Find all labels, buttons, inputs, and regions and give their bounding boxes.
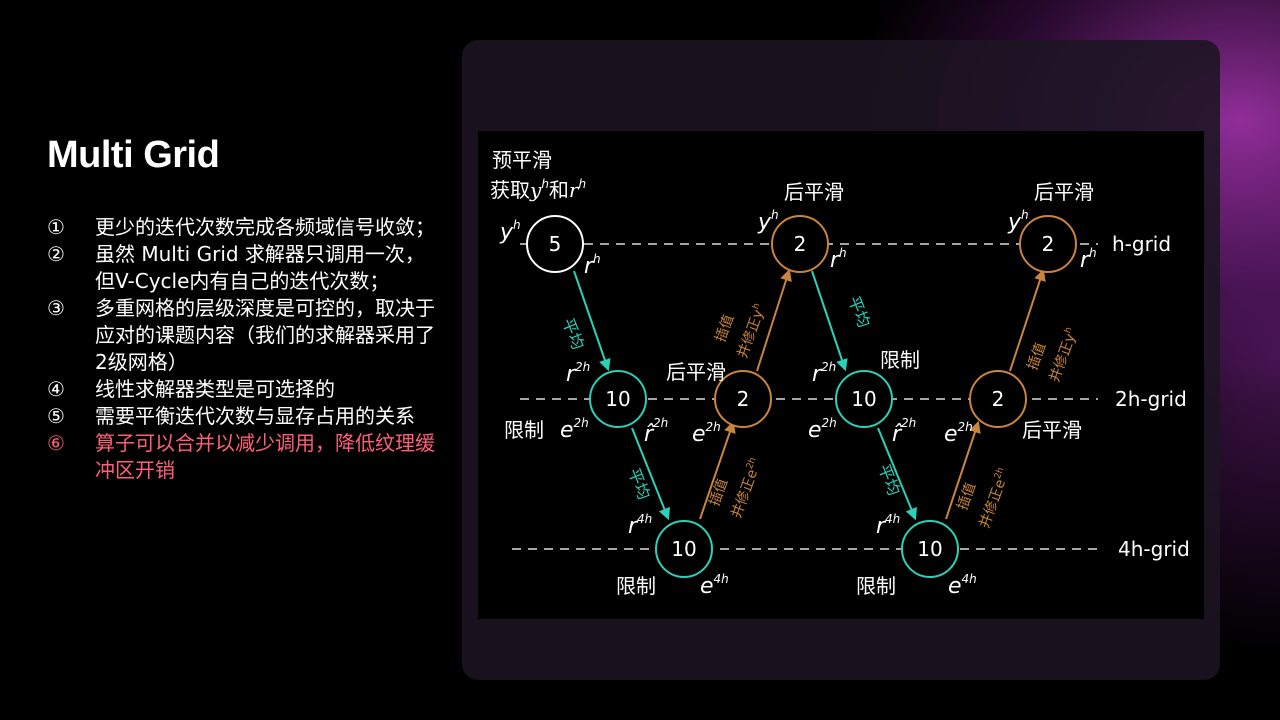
restrict-label-2: 限制 — [880, 348, 920, 372]
e-2h-label-2: e2h — [692, 420, 721, 447]
bullet-number: ⑤ — [47, 404, 65, 428]
bullet-text: 需要平衡迭代次数与显存占用的关系 — [95, 404, 415, 428]
y-h-label-3: yh — [1007, 208, 1029, 235]
down-arrow-3 — [811, 270, 848, 372]
up-arrow-2 — [756, 268, 792, 372]
r-h-label: rh — [584, 252, 601, 279]
node-value: 2 — [794, 232, 807, 256]
smooth-annotation-3: 平均 — [844, 293, 874, 330]
e-2h-label-1: e2h — [560, 416, 589, 443]
node-post-smooth-h-2: 2 — [1019, 215, 1077, 273]
bullet-item-2: ② 虽然 Multi Grid 求解器只调用一次，但V-Cycle内有自己的迭代次… — [47, 241, 437, 295]
restrict-label-1: 限制 — [504, 418, 544, 442]
bullet-number: ② — [47, 242, 65, 266]
bullet-item-4: ④ 线性求解器类型是可选择的 — [47, 376, 437, 403]
node-pre-smooth-h: 5 — [526, 215, 584, 273]
node-value: 10 — [605, 387, 630, 411]
node-value: 5 — [549, 232, 562, 256]
h-grid-label: h-grid — [1112, 232, 1171, 256]
bullet-list: ① 更少的迭代次数完成各频域信号收敛； ② 虽然 Multi Grid 求解器只调用… — [47, 214, 437, 484]
node-post-smooth-h-1: 2 — [771, 215, 829, 273]
down-arrow-1 — [573, 270, 611, 372]
bullet-item-3: ③ 多重网格的层级深度是可控的，取决于应对的课题内容（我们的求解器采用了2级网格） — [47, 295, 437, 376]
pre-smooth-label: 预平滑 — [492, 148, 552, 172]
bullet-item-5: ⑤ 需要平衡迭代次数与显存占用的关系 — [47, 403, 437, 430]
bullet-number: ③ — [47, 296, 65, 320]
r-hat-2h-label-2: r̂2h — [892, 416, 916, 447]
smooth-annotation-1: 平均 — [558, 315, 588, 352]
up-arrow-4 — [1009, 268, 1046, 372]
node-2h-up-2: 2 — [969, 370, 1027, 428]
bullet-item-1: ① 更少的迭代次数完成各频域信号收敛； — [47, 214, 437, 241]
e-2h-label-4: e2h — [944, 420, 973, 447]
interp-annotation-3: 插值 — [955, 481, 980, 513]
v-cycle-diagram: h-grid 2h-grid 4h-grid 5 10 10 2 2 10 10… — [478, 131, 1204, 619]
fix-e-annotation-1: 并修正e2h — [728, 456, 765, 520]
bullet-item-6: ⑥ 算子可以合并以减少调用，降低纹理缓冲区开销 — [47, 430, 437, 484]
node-2h-down-2: 10 — [835, 370, 893, 428]
bullet-number: ① — [47, 215, 65, 239]
bullet-number: ④ — [47, 377, 65, 401]
bullet-text: 算子可以合并以减少调用，降低纹理缓冲区开销 — [95, 431, 435, 482]
down-arrow-2 — [631, 427, 671, 521]
bullet-number: ⑥ — [47, 431, 65, 455]
node-2h-up-1: 2 — [714, 370, 772, 428]
r-4h-label-2: r4h — [876, 512, 900, 539]
2h-grid-label: 2h-grid — [1115, 387, 1187, 411]
node-value: 2 — [737, 387, 750, 411]
node-2h-down-1: 10 — [589, 370, 647, 428]
down-arrow-4 — [877, 427, 917, 521]
y-h-label: yh — [499, 218, 521, 245]
post-smooth-label-3: 后平滑 — [666, 360, 726, 384]
up-arrow-3 — [945, 420, 981, 520]
fix-e-annotation-2: 并修正e2h — [976, 466, 1013, 530]
interp-annotation-4: 插值 — [1025, 341, 1050, 373]
post-smooth-label-2: 后平滑 — [1034, 180, 1094, 204]
slide-title: Multi Grid — [47, 134, 220, 176]
restrict-label-4: 限制 — [856, 574, 896, 598]
get-yh-rh-label: 获取yh和rh — [490, 177, 586, 202]
node-value: 10 — [671, 537, 696, 561]
bullet-text: 线性求解器类型是可选择的 — [95, 377, 335, 401]
up-arrow-1 — [699, 420, 736, 520]
r-h-label-2: rh — [830, 246, 847, 273]
node-value: 10 — [917, 537, 942, 561]
interp-annotation-2: 插值 — [713, 313, 738, 345]
bullet-text: 更少的迭代次数完成各频域信号收敛； — [95, 215, 435, 239]
r-hat-2h-label-1: r̂2h — [644, 416, 668, 447]
e-4h-label-1: e4h — [700, 572, 729, 599]
fix-y-annotation-2: 并修正yh — [1046, 326, 1081, 384]
node-value: 2 — [992, 387, 1005, 411]
node-value: 2 — [1042, 232, 1055, 256]
4h-grid-label: 4h-grid — [1118, 537, 1190, 561]
restrict-label-3: 限制 — [616, 574, 656, 598]
e-4h-label-2: e4h — [948, 572, 977, 599]
node-4h-1: 10 — [655, 520, 713, 578]
post-smooth-label-4: 后平滑 — [1022, 418, 1082, 442]
bullet-text: 多重网格的层级深度是可控的，取决于应对的课题内容（我们的求解器采用了2级网格） — [95, 296, 435, 374]
r-h-label-3: rh — [1080, 246, 1097, 273]
y-h-label-2: yh — [757, 208, 779, 235]
smooth-annotation-4: 平均 — [874, 461, 904, 498]
interp-annotation-1: 插值 — [707, 477, 732, 509]
r-2h-label-1: r2h — [566, 360, 590, 387]
node-4h-2: 10 — [901, 520, 959, 578]
v-cycle-svg: h-grid 2h-grid 4h-grid 5 10 10 2 2 10 10… — [490, 148, 1190, 599]
bullet-text: 虽然 Multi Grid 求解器只调用一次，但V-Cycle内有自己的迭代次数… — [95, 242, 425, 293]
node-value: 10 — [851, 387, 876, 411]
r-2h-label-2: r2h — [812, 360, 836, 387]
post-smooth-label-1: 后平滑 — [784, 180, 844, 204]
r-4h-label-1: r4h — [628, 512, 652, 539]
e-2h-label-3: e2h — [808, 416, 837, 443]
